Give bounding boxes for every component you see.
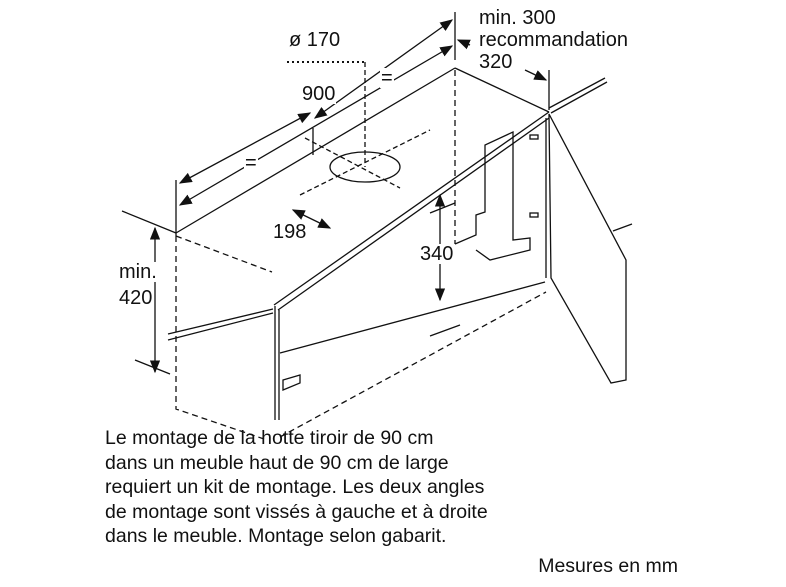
offset-198-label: 198: [272, 221, 308, 243]
description-line: de montage sont vissés à gauche et à dro…: [105, 500, 488, 523]
duct-diameter-label: ø 170: [288, 29, 342, 51]
description-line: dans le meuble. Montage selon gabarit.: [105, 525, 447, 547]
units-note: Mesures en mm: [538, 555, 678, 577]
description-line: requiert un kit de montage. Les deux ang…: [105, 476, 485, 498]
width-900-label: 900: [301, 83, 337, 105]
recommendation-label: recommandation: [478, 29, 629, 51]
dimension-lines: [134, 12, 550, 375]
installation-description: Le montage de la hotte tiroir de 90 cm d…: [105, 426, 488, 549]
min-label: min.: [118, 261, 158, 283]
depth-320-label: 320: [478, 51, 514, 73]
equal-left-label: =: [244, 152, 258, 174]
height-420-label: 420: [118, 287, 154, 309]
cabinet-outline: [121, 67, 633, 441]
min-300-label: min. 300: [478, 7, 557, 29]
height-340-label: 340: [419, 243, 455, 265]
description-line: dans un meuble haut de 90 cm de large: [105, 451, 449, 474]
equal-top-label: =: [380, 67, 394, 89]
description-line: Le montage de la hotte tiroir de 90 cm: [105, 427, 434, 449]
